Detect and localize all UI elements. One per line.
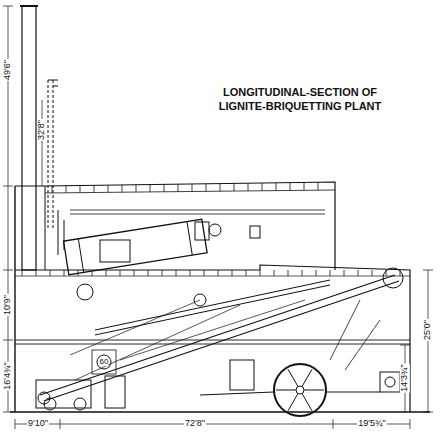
dimension-label: 19'5¾" [357, 419, 386, 429]
dimension-label: 32'8" [37, 119, 47, 141]
dimension-label: 49'6" [3, 59, 13, 81]
dimension-label: 25'0" [423, 319, 433, 341]
drawing-title: LONGITUDINAL-SECTION OF LIGNITE-BRIQUETT… [200, 86, 400, 114]
dimension-label: 72'8" [184, 419, 206, 429]
callout-number: 60 [100, 358, 109, 367]
dimension-label: 10'9" [3, 294, 13, 316]
dimension-label: 9'10" [27, 419, 49, 429]
dimension-label: 16'4¾" [3, 361, 13, 390]
dimension-label: 14'3¾" [400, 363, 410, 392]
